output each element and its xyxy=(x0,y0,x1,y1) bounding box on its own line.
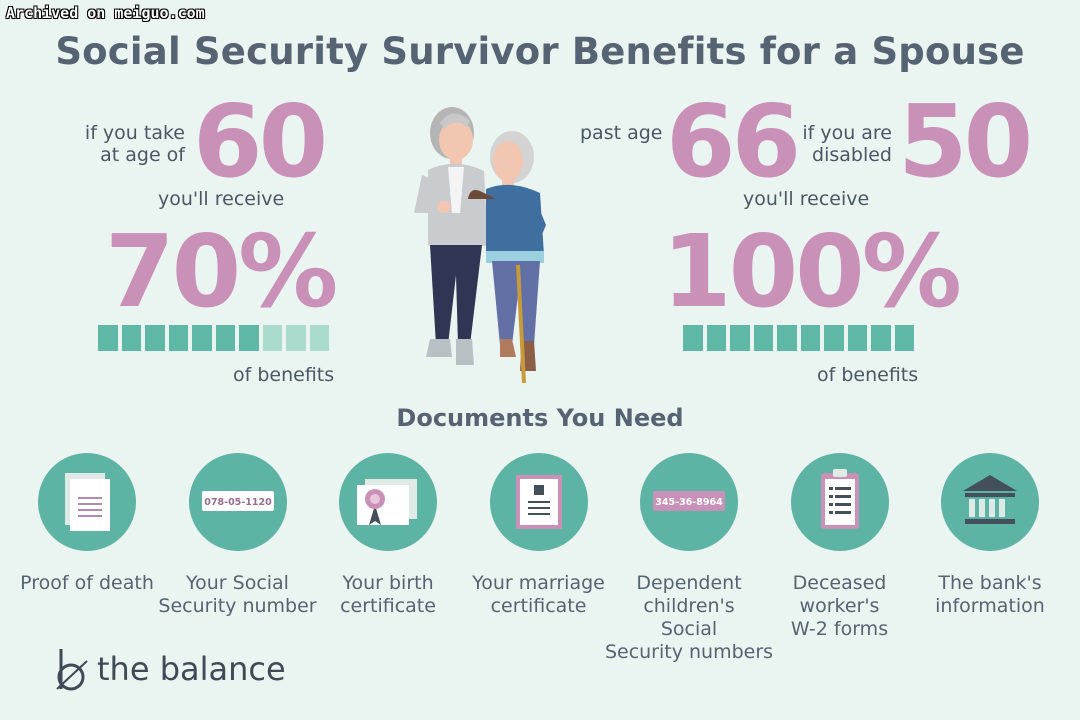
ssn-card-number: 078-05-1120 xyxy=(204,497,272,508)
document-label-line: Dependent xyxy=(636,572,742,594)
document-label-line: Deceased xyxy=(792,572,887,594)
elderly-couple-illustration xyxy=(414,107,546,384)
left-bar-segment xyxy=(121,325,141,351)
document-label-line: information xyxy=(935,595,1045,617)
document-label-line: certificate xyxy=(340,595,436,617)
left-benefit-bar xyxy=(98,325,329,351)
document-label-line: Your marriage xyxy=(472,572,605,594)
watermark: Archived on meiguo.com xyxy=(6,4,205,22)
bank-icon xyxy=(941,453,1039,551)
document-label-line: Your birth xyxy=(342,572,434,594)
left-percent: 70% xyxy=(105,213,338,330)
right-bar-segment xyxy=(847,325,867,351)
document-label-line: Security number xyxy=(158,595,317,617)
left-bar-segment xyxy=(262,325,282,351)
right-disabled-line2: disabled xyxy=(812,144,892,166)
clipboard-icon xyxy=(790,453,889,551)
right-disabled-line1: if you are xyxy=(802,122,892,144)
left-intro-line2: at age of xyxy=(100,144,185,166)
ssn-card-icon: 078-05-1120 xyxy=(188,453,287,551)
right-bar-segment xyxy=(777,325,797,351)
left-bar-segment xyxy=(286,325,306,351)
left-age-number: 60 xyxy=(193,83,328,200)
left-bar-segment xyxy=(98,325,118,351)
balance-logo-icon xyxy=(56,649,88,691)
right-disabled-text: if you are disabled xyxy=(800,122,892,166)
ssn-card-number: 345-36-8964 xyxy=(655,497,723,508)
right-bar-segment xyxy=(800,325,820,351)
right-of-benefits: of benefits xyxy=(817,364,919,386)
document-icon xyxy=(38,453,136,551)
document-label-line: certificate xyxy=(490,595,587,617)
right-percent: 100% xyxy=(662,213,962,330)
document-label: Proof of death xyxy=(0,572,177,595)
right-bar-segment xyxy=(730,325,750,351)
right-bar-segment xyxy=(894,325,914,351)
left-bar-segment xyxy=(145,325,165,351)
left-of-benefits: of benefits xyxy=(233,364,335,386)
document-label-line: Social xyxy=(660,618,718,640)
left-bar-segment xyxy=(215,325,235,351)
left-receive-text: you'll receive xyxy=(158,188,285,210)
right-receive-text: you'll receive xyxy=(743,188,870,210)
document-label-line: Your Social xyxy=(186,572,289,594)
birth-certificate-icon xyxy=(339,453,437,551)
left-intro-line1: if you take xyxy=(84,122,185,144)
right-disabled-age-number: 50 xyxy=(898,83,1033,200)
left-intro: if you take at age of xyxy=(60,122,185,166)
right-bar-segment xyxy=(706,325,726,351)
left-bar-segment xyxy=(309,325,329,351)
right-age-number: 66 xyxy=(666,83,801,200)
right-past-age-text: past age xyxy=(580,122,663,144)
left-bar-segment xyxy=(239,325,259,351)
ssn-card-icon: 345-36-8964 xyxy=(640,453,738,551)
document-label-line: W-2 forms xyxy=(790,618,889,640)
right-bar-segment xyxy=(824,325,844,351)
right-bar-segment xyxy=(753,325,773,351)
brand-name: the balance xyxy=(97,650,286,688)
left-bar-segment xyxy=(192,325,212,351)
document-label-line: worker's xyxy=(799,595,880,617)
documents-heading: Documents You Need xyxy=(396,404,684,432)
document-label-line: The bank's xyxy=(938,572,1042,594)
right-bar-segment xyxy=(871,325,891,351)
left-bar-segment xyxy=(168,325,188,351)
document-label-line: Proof of death xyxy=(20,572,154,594)
marriage-certificate-icon xyxy=(489,453,588,551)
right-bar-segment xyxy=(683,325,703,351)
document-label-line: Security numbers xyxy=(604,641,774,663)
right-benefit-bar xyxy=(683,325,914,351)
page-title: Social Security Survivor Benefits for a … xyxy=(55,30,1025,73)
document-label-line: children's xyxy=(643,595,735,617)
